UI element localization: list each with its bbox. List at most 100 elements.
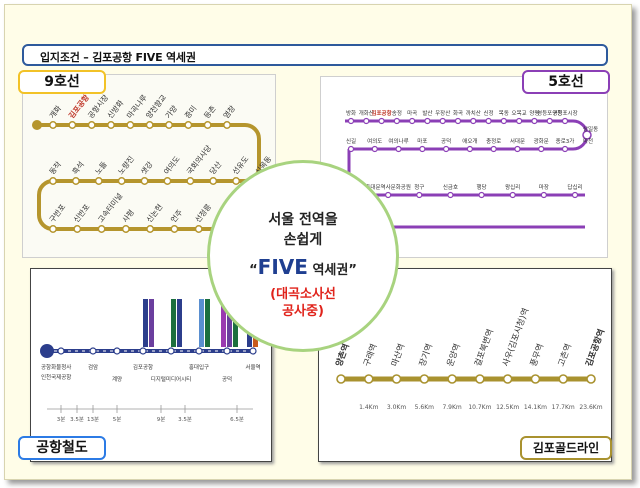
airport-station-name: 계양 <box>112 375 122 383</box>
line5-station-name: 마장 <box>539 183 549 191</box>
line9-station-marker <box>186 177 195 185</box>
page-title: 입지조건 – 김포공항 FIVE 역세권 <box>40 51 196 64</box>
gimpo-distance-label: 17.7Km <box>552 404 575 411</box>
gimpo-station-name: 사우(김포시청)역 <box>500 307 531 368</box>
line9-station-marker <box>163 177 172 185</box>
gimpo-distance-label: 1.4Km <box>359 404 378 411</box>
line5-branch-dot <box>582 130 592 140</box>
line5-station-marker <box>540 191 547 199</box>
line5-station-marker <box>514 145 521 153</box>
center-highlight-circle: 서울 전역을 손쉽게 “FIVE 역세권” (대곡소사선 공사중) <box>207 160 399 352</box>
line5-station-marker <box>490 145 497 153</box>
line5-station-marker <box>454 117 462 125</box>
line5-station-name: 목동 <box>499 110 509 117</box>
gimpo-station-marker <box>419 374 430 384</box>
line5-station-name: 마포 <box>417 137 427 145</box>
line5-station-marker <box>538 145 545 153</box>
line9-station-name: 샛강 <box>138 159 154 176</box>
line9-station-name: 흑석 <box>70 159 86 176</box>
gimpo-station-name: 마산역 <box>389 342 407 368</box>
line5-station-marker <box>571 191 579 199</box>
line9-station-name: 염창 <box>221 104 237 120</box>
line9-station-marker <box>49 121 57 129</box>
line5-station-name: 오목교 <box>512 110 527 117</box>
line9-station-name: 언주 <box>168 207 184 224</box>
gimpo-station-name: 양촌역 <box>333 342 351 368</box>
airport-station-marker <box>89 347 97 355</box>
center-text-line1: 서울 전역을 <box>268 212 338 228</box>
airport-station-marker <box>223 347 231 355</box>
airport-station-marker <box>249 347 257 355</box>
airport-transfer-bar <box>205 299 210 347</box>
line5-station-name: 까치산 <box>466 109 481 117</box>
line9-station-marker <box>194 225 203 233</box>
line9-station-marker <box>203 121 212 129</box>
line9-station-marker <box>107 121 115 129</box>
line5-station-name: 화곡 <box>453 110 463 117</box>
line9-station-marker <box>49 225 57 233</box>
line5-station-name: 방화 <box>346 109 356 117</box>
line9-station-marker <box>97 225 106 233</box>
line9-station-marker <box>94 177 103 185</box>
line9-station-marker <box>49 177 57 185</box>
line9-station-marker <box>87 121 96 129</box>
airport-station-name: 홍대입구 <box>189 363 209 371</box>
line5-station-name: 여의도 <box>367 137 382 145</box>
airport-transfer-bar <box>171 299 176 347</box>
line9-station-name: 신반포 <box>72 202 92 224</box>
airport-distance-label: 3분 <box>57 416 66 423</box>
gimpo-station-name: 장기역 <box>417 342 435 368</box>
line5-station-marker <box>363 117 370 125</box>
line5-station-marker <box>393 117 400 125</box>
line5-station-name: 신정 <box>484 109 494 117</box>
line5-station-marker <box>561 145 569 153</box>
airport-station-name: 공덕 <box>222 376 232 383</box>
gimpo-station-name: 고촌역 <box>556 342 574 368</box>
line5-station-marker <box>561 117 569 125</box>
airport-station-name: 공항화물청사 <box>41 363 71 371</box>
line5-station-marker <box>416 191 423 199</box>
line9-station-marker <box>140 177 149 185</box>
line5-station-marker <box>443 145 450 153</box>
airport-station-marker <box>113 347 121 355</box>
line5-station-marker <box>447 191 454 199</box>
line5-station-marker <box>466 145 473 153</box>
line9-station-marker <box>117 177 126 185</box>
gimpo-station-name: 풍무역 <box>528 342 546 368</box>
airport-distance-label: 9분 <box>157 416 166 423</box>
line5-station-marker <box>347 117 355 125</box>
airport-transfer-bar <box>143 299 148 347</box>
line9-terminal-dot <box>32 120 42 130</box>
line9-station-marker <box>121 225 130 233</box>
airport-transfer-bar <box>177 299 182 347</box>
gimpo-distance-label: 14.1Km <box>524 404 547 411</box>
line9-station-name: 구반포 <box>47 202 67 224</box>
line9-station-marker <box>146 225 155 233</box>
airport-station-name: 디지털미디어시티 <box>151 375 191 383</box>
line9-station-name: 증미 <box>183 104 199 120</box>
header-bar: 입지조건 – 김포공항 FIVE 역세권 <box>22 44 608 66</box>
line5-station-marker <box>478 191 485 199</box>
line9-station-marker <box>170 225 179 233</box>
line5-station-name: 영등포구청 <box>537 109 562 117</box>
line5-station-name: 우장산 <box>435 109 450 117</box>
line5-station-name: 영등포시장 <box>552 109 577 117</box>
line9-station-marker <box>73 225 82 233</box>
line5-station-marker <box>395 145 402 153</box>
line9-station-marker <box>165 121 173 129</box>
gimpo-station-marker <box>530 374 541 384</box>
airport-transfer-bar <box>199 299 204 347</box>
gimpo-station-name: 운양역 <box>445 342 463 368</box>
line5-station-name: 마곡 <box>407 109 417 117</box>
line5-station-name: 공덕 <box>441 138 451 145</box>
gimpo-distance-label: 12.5Km <box>496 404 519 411</box>
construction-note-line1: (대곡소사선 <box>270 287 336 302</box>
line5-station-marker <box>424 117 431 125</box>
line9-track <box>37 123 261 231</box>
gimpo-station-marker <box>391 374 402 384</box>
airport-station-marker <box>139 347 147 355</box>
airport-transfer-bar <box>149 299 154 347</box>
line5-station-name: 종로3가 <box>556 137 575 145</box>
line5-station-name: 서대문 <box>510 137 525 145</box>
